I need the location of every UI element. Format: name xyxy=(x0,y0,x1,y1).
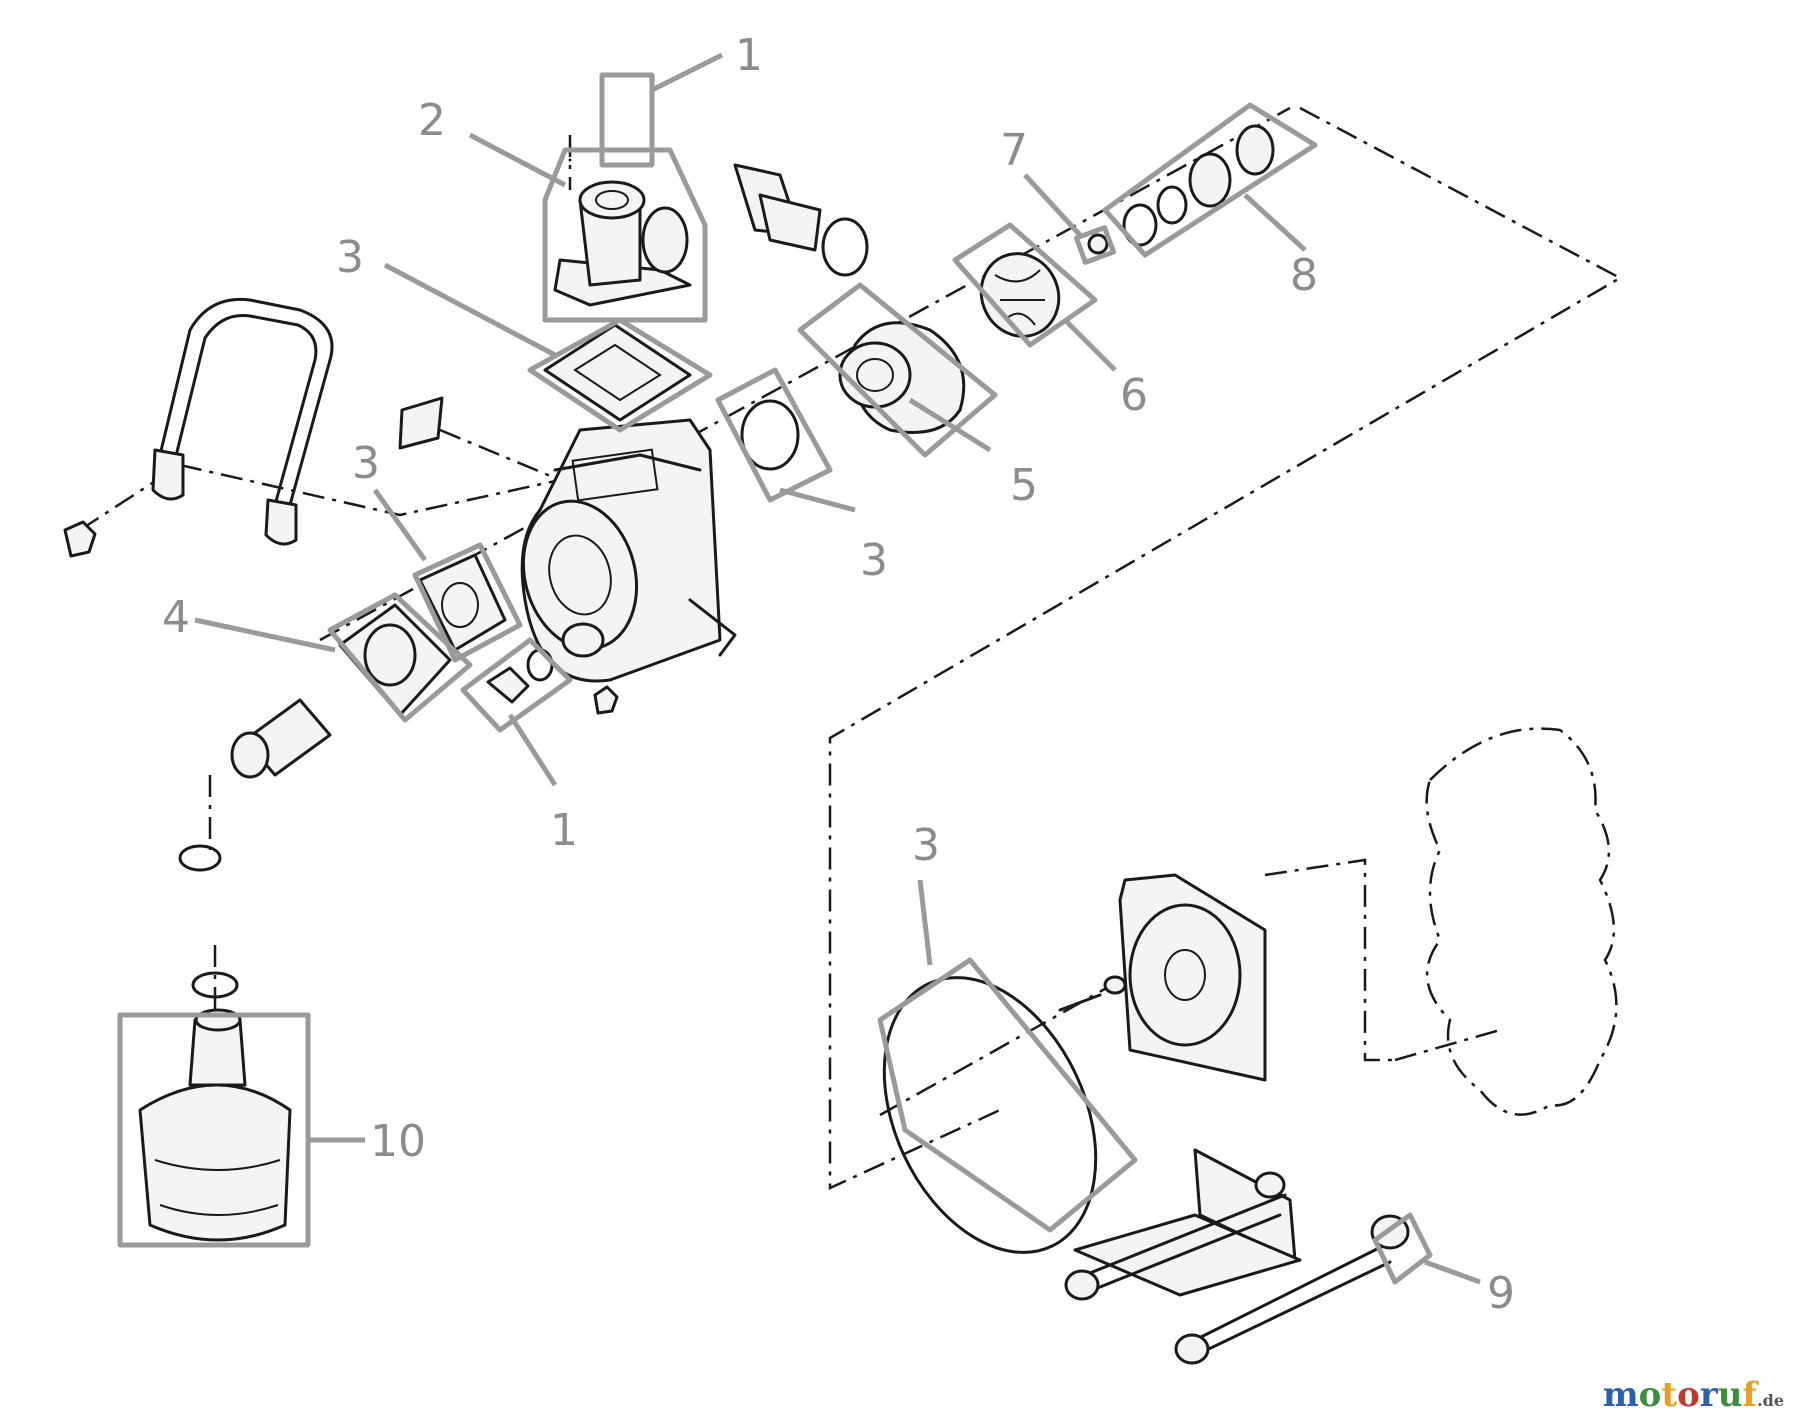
callout-3-cover-gasket: 3 xyxy=(352,438,380,489)
large-oring xyxy=(882,976,1098,1254)
callout-3-oring: 3 xyxy=(912,820,940,871)
suction-cover xyxy=(338,553,554,717)
engine-outline xyxy=(1425,727,1618,1116)
hose-adapter-top xyxy=(733,163,869,277)
strainer xyxy=(138,1008,292,1242)
label-tag xyxy=(398,396,444,450)
base-skid xyxy=(1064,1148,1410,1365)
seal-ring xyxy=(740,399,800,471)
watermark-text: motoruf xyxy=(1602,1375,1758,1415)
callout-8: 8 xyxy=(1290,250,1318,301)
callout-labels: 1 2 3 3 3 3 4 1 5 6 7 8 9 10 xyxy=(162,30,1515,1319)
callout-4: 4 xyxy=(162,592,190,643)
callout-boxes xyxy=(117,72,1433,1285)
callout-2: 2 xyxy=(418,95,446,146)
impeller xyxy=(979,252,1061,338)
watermark-suffix: .de xyxy=(1757,1391,1784,1410)
callout-1-top: 1 xyxy=(735,30,763,81)
callout-3-seal-ring: 3 xyxy=(860,535,888,586)
leader-lines xyxy=(194,52,1481,1285)
handle-frame xyxy=(63,297,334,558)
washer xyxy=(1087,233,1109,255)
callout-6: 6 xyxy=(1120,370,1148,421)
callout-5: 5 xyxy=(1010,460,1038,511)
callout-7: 7 xyxy=(1000,125,1028,176)
callout-1-drain: 1 xyxy=(550,805,578,856)
pump-housing xyxy=(520,418,737,715)
callout-10: 10 xyxy=(370,1116,426,1167)
callout-3-outlet-gasket: 3 xyxy=(336,232,364,283)
hose-adapter-bottom xyxy=(178,698,332,999)
watermark-logo: motoruf.de xyxy=(1603,1375,1784,1415)
mounting-flange xyxy=(1058,873,1267,1082)
volute-casing xyxy=(838,321,966,434)
assembly-centerlines xyxy=(79,106,1623,1190)
mechanical-seal xyxy=(1122,124,1275,247)
outlet-gasket xyxy=(543,323,692,422)
callout-9: 9 xyxy=(1487,1268,1515,1319)
discharge-outlet xyxy=(553,158,692,307)
